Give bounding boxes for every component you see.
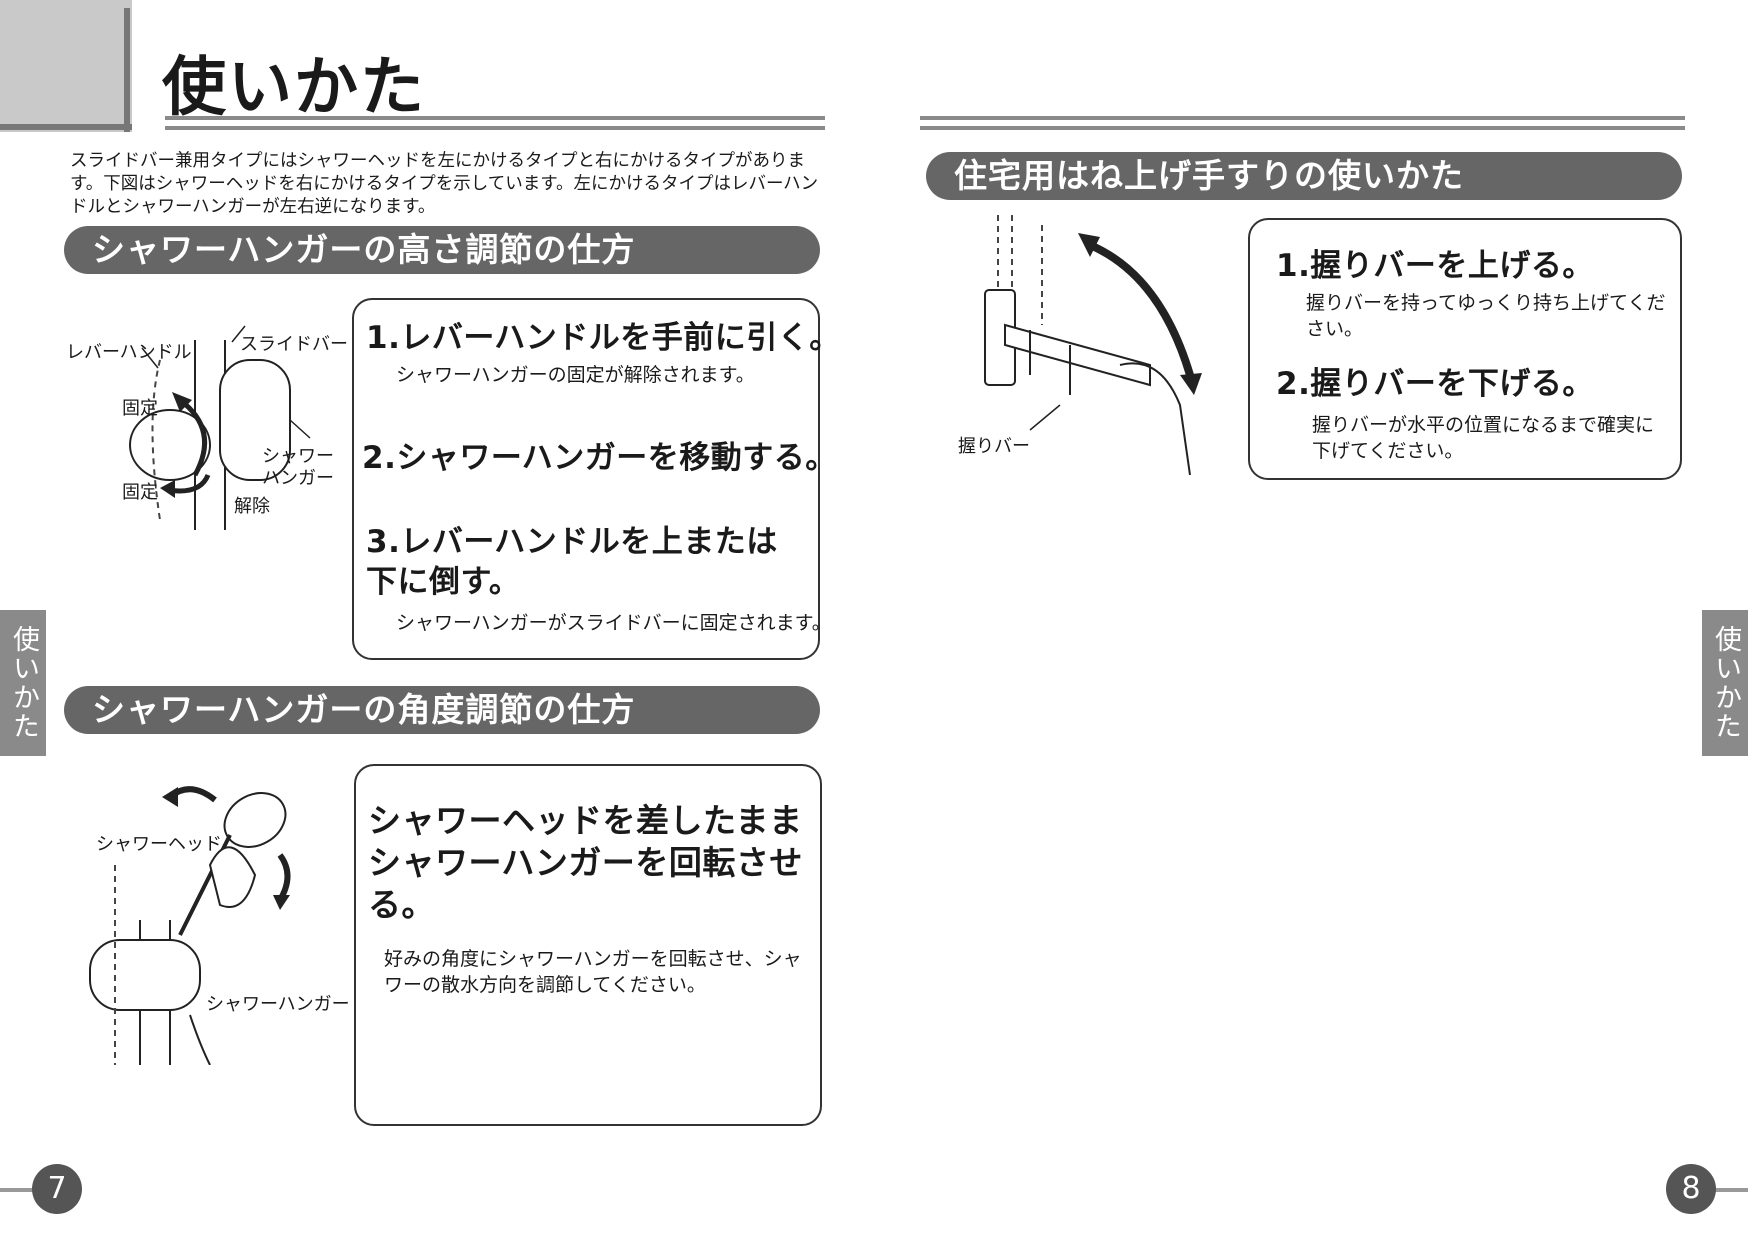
page-number-left: 7	[32, 1164, 82, 1214]
label-release: 解除	[234, 496, 270, 517]
side-tab-left: 使いかた	[0, 610, 46, 756]
label-slidebar: スライドバー	[240, 334, 348, 355]
intro-text: スライドバー兼用タイプにはシャワーヘッドを左にかけるタイプと右にかけるタイプがあ…	[70, 151, 819, 217]
height-step-3-title: 3.レバーハンドルを上または下に倒す。	[366, 524, 778, 600]
rail-step-2-title: 2.握りバーを下げる。	[1276, 366, 1594, 402]
label-grip-bar: 握りバー	[958, 436, 1030, 457]
label-shower-hanger: シャワーハンガー	[206, 994, 350, 1015]
title-rule-2	[165, 126, 825, 130]
section-rail-title: 住宅用はね上げ手すりの使いかた	[926, 152, 1682, 200]
hanger-angle-illustration	[89, 786, 291, 1065]
folding-rail-illustration	[984, 215, 1202, 475]
section-angle-title: シャワーハンガーの角度調節の仕方	[64, 686, 820, 734]
title-rule	[165, 116, 825, 120]
label-lock-2: 固定	[122, 482, 158, 503]
rail-step-2-note: 握りバーが水平の位置になるまで確実に下げてください。	[1312, 414, 1655, 462]
rail-step-1-title: 1.握りバーを上げる。	[1276, 248, 1594, 284]
side-tab-right: 使いかた	[1702, 610, 1748, 756]
right-rule-2	[920, 126, 1685, 130]
rail-step-1-note: 握りバーを持ってゆっくり持ち上げてください。	[1306, 292, 1666, 340]
height-steps-box	[352, 298, 820, 660]
label-lock-1: 固定	[122, 398, 158, 419]
angle-step-note: 好みの角度にシャワーハンガーを回転させ、シャワーの散水方向を調節してください。	[384, 948, 802, 996]
angle-step-box	[354, 764, 822, 1126]
section-height-title: シャワーハンガーの高さ調節の仕方	[64, 226, 820, 274]
page-number-line-right	[1708, 1188, 1748, 1192]
page-number-right: 8	[1666, 1164, 1716, 1214]
label-hanger: シャワーハンガー	[262, 446, 334, 489]
height-step-1-title: 1.レバーハンドルを手前に引く。	[366, 320, 841, 356]
title-decoration	[0, 0, 132, 132]
right-rule	[920, 116, 1685, 120]
height-step-2-title: 2.シャワーハンガーを移動する。	[362, 440, 837, 476]
angle-step-title: シャワーヘッドを差したままシャワーハンガーを回転させる。	[368, 801, 803, 924]
label-shower-head: シャワーヘッド	[96, 834, 222, 855]
label-lever: レバーハンドル	[66, 342, 192, 363]
page-number-line-left	[0, 1188, 40, 1192]
height-step-3-note: シャワーハンガーがスライドバーに固定されます。	[396, 612, 831, 634]
hanger-height-illustration	[129, 325, 311, 530]
page-title: 使いかた	[162, 51, 426, 125]
rail-steps-box	[1248, 218, 1682, 480]
height-step-1-note: シャワーハンガーの固定が解除されます。	[396, 364, 755, 386]
